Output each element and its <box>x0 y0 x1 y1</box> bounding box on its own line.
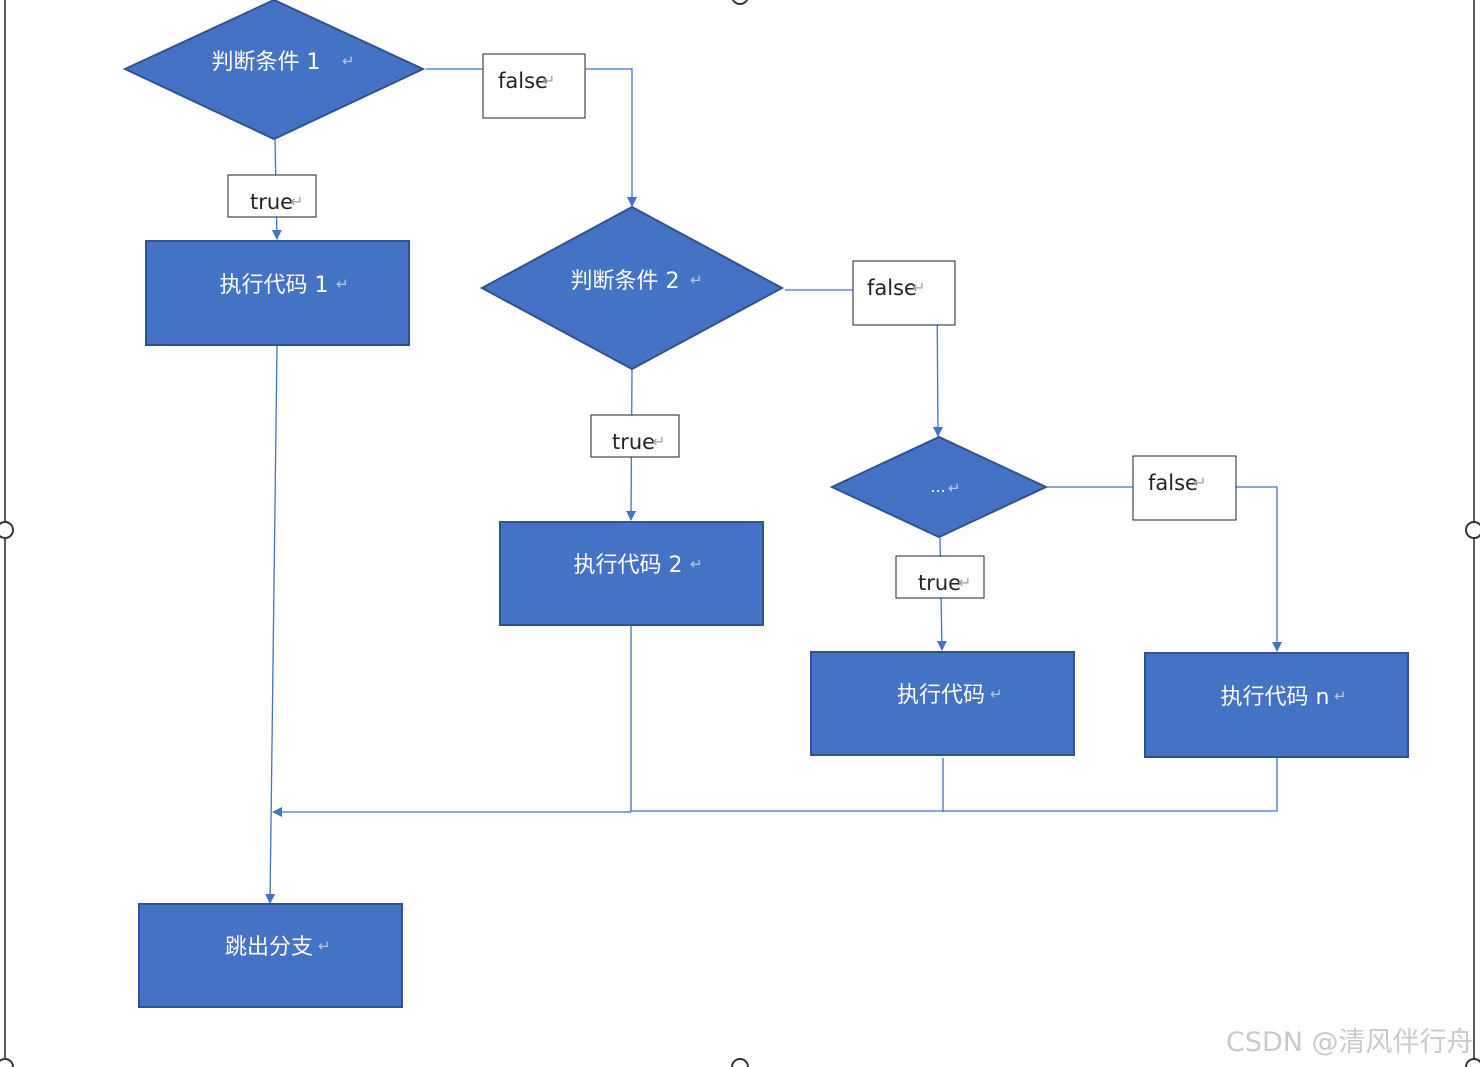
decision-cond3-label: ... <box>930 477 945 496</box>
action-exec1[interactable]: 执行代码 1 ↵ <box>145 240 410 346</box>
paragraph-mark: ↵ <box>1193 473 1206 492</box>
action-exit-label: 跳出分支 <box>225 935 313 960</box>
action-execn-shape <box>1144 652 1409 758</box>
resize-handle-left[interactable] <box>0 521 14 539</box>
branch-label-true2[interactable]: true ↵ <box>590 414 680 458</box>
decision-cond3-shape <box>829 435 1049 539</box>
decision-cond1-shape <box>122 0 426 141</box>
action-execn[interactable]: 执行代码 n ↵ <box>1144 652 1409 758</box>
paragraph-mark: ↵ <box>958 573 971 592</box>
decision-cond2-label: 判断条件 2 <box>571 269 680 294</box>
action-exit[interactable]: 跳出分支 ↵ <box>138 903 403 1008</box>
branch-label-true3[interactable]: true ↵ <box>895 555 985 599</box>
paragraph-mark: ↵ <box>336 275 349 293</box>
decision-cond2-shape <box>479 205 785 371</box>
watermark: CSDN @清风伴行舟 <box>1226 1027 1474 1058</box>
branch-label-box <box>895 555 985 599</box>
connector-exec1-exit <box>265 345 278 904</box>
action-exec1-shape <box>145 240 410 346</box>
branch-label-text: false <box>1148 471 1198 495</box>
connector-cond3-false <box>1047 486 1282 652</box>
branch-label-text: true <box>250 190 293 214</box>
branch-label-false3[interactable]: false ↵ <box>1132 455 1237 521</box>
resize-handle-bottom[interactable] <box>731 1058 749 1067</box>
decision-cond2[interactable]: 判断条件 2 ↵ <box>479 205 785 371</box>
branch-label-box <box>590 414 680 458</box>
paragraph-mark: ↵ <box>912 278 925 297</box>
action-execn-label: 执行代码 n <box>1221 685 1330 710</box>
branch-label-false1[interactable]: false ↵ <box>482 53 586 119</box>
paragraph-mark: ↵ <box>948 479 961 497</box>
decision-cond1[interactable]: 判断条件 1 ↵ <box>122 0 426 141</box>
paragraph-mark: ↵ <box>1334 687 1347 705</box>
paragraph-mark: ↵ <box>542 71 555 90</box>
branch-label-box <box>852 260 956 326</box>
branch-label-box <box>482 53 586 119</box>
action-exec3-shape <box>810 651 1075 756</box>
decision-cond3[interactable]: ... ↵ <box>829 435 1049 539</box>
action-exec1-label: 执行代码 1 <box>220 273 329 298</box>
resize-handle-top[interactable] <box>731 0 749 5</box>
resize-handle-bottom-right[interactable] <box>1465 1058 1480 1067</box>
action-exec3-label: 执行代码 <box>897 683 985 708</box>
action-exec3[interactable]: 执行代码 ↵ <box>810 651 1075 756</box>
connectors <box>265 68 1282 904</box>
branch-label-text: false <box>498 69 548 93</box>
resize-handle-right[interactable] <box>1465 521 1480 539</box>
resize-handle-bottom-left[interactable] <box>0 1058 14 1067</box>
paragraph-mark: ↵ <box>290 192 303 211</box>
connector-execn-merge <box>631 758 1278 812</box>
action-exec2-label: 执行代码 2 <box>574 553 683 578</box>
branch-label-box <box>227 174 317 218</box>
paragraph-mark: ↵ <box>690 555 703 573</box>
branch-label-box <box>1132 455 1237 521</box>
branch-label-false2[interactable]: false ↵ <box>852 260 956 326</box>
decision-cond1-label: 判断条件 1 <box>212 50 321 75</box>
branch-label-true1[interactable]: true ↵ <box>227 174 317 218</box>
branch-label-text: true <box>612 430 655 454</box>
action-exit-shape <box>138 903 403 1008</box>
paragraph-mark: ↵ <box>990 685 1003 703</box>
action-exec2-shape <box>499 521 764 626</box>
paragraph-mark: ↵ <box>652 432 665 451</box>
paragraph-mark: ↵ <box>342 52 355 70</box>
paragraph-mark: ↵ <box>318 937 331 955</box>
action-exec2[interactable]: 执行代码 2 ↵ <box>499 521 764 626</box>
branch-label-text: false <box>867 276 917 300</box>
paragraph-mark: ↵ <box>690 271 703 289</box>
branch-label-text: true <box>918 571 961 595</box>
